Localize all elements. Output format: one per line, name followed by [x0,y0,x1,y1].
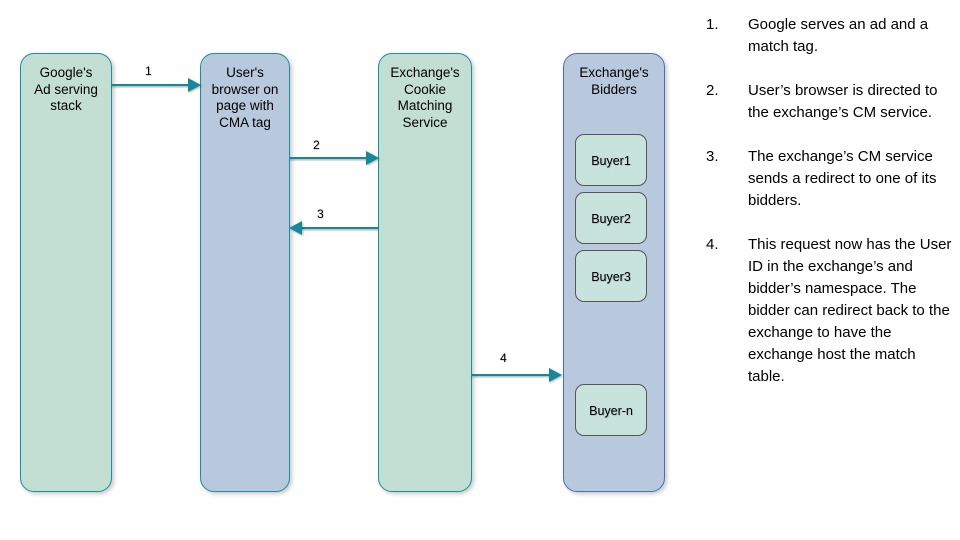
legend-item-text: The exchange’s CM service sends a redire… [748,148,937,209]
buyer-box[interactable]: Buyer3 [575,250,647,302]
arrow-4-head-icon [549,368,562,382]
legend-item-number: 1. [706,16,719,33]
arrow-3-line [302,227,378,229]
legend-item: 1. Google serves an ad and a match tag. [706,14,952,58]
legend-item: 4. This request now has the User ID in t… [706,234,952,388]
arrow-3-head-icon [289,221,302,235]
legend-item: 2. User’s browser is directed to the exc… [706,80,952,124]
buyer-label: Buyer-n [589,404,633,418]
arrow-1-label: 1 [145,64,152,78]
buyer-label: Buyer3 [591,270,631,284]
buyer-box[interactable]: Buyer2 [575,192,647,244]
legend-item-number: 3. [706,148,719,165]
legend-item-text: Google serves an ad and a match tag. [748,16,929,55]
arrow-1-head-icon [188,78,201,92]
lane-user-browser[interactable]: User's browser on page with CMA tag [200,53,290,492]
lane-label: Exchange's Cookie Matching Service [390,65,460,130]
legend-item-text: This request now has the User ID in the … [748,236,952,385]
lane-google-ad-serving-stack[interactable]: Google's Ad serving stack [20,53,112,492]
arrow-2-head-icon [366,151,379,165]
arrow-4-line [472,374,551,376]
legend-item: 3. The exchange’s CM service sends a red… [706,146,952,212]
arrow-1-line [112,84,190,86]
legend-item-text: User’s browser is directed to the exchan… [748,82,938,121]
legend-list: 1. Google serves an ad and a match tag. … [706,14,952,410]
arrow-2-label: 2 [313,138,320,152]
lane-label: User's browser on page with CMA tag [211,65,279,130]
legend-item-number: 4. [706,236,719,253]
buyer-box[interactable]: Buyer-n [575,384,647,436]
arrow-3-label: 3 [317,207,324,221]
buyer-label: Buyer2 [591,212,631,226]
arrow-4-label: 4 [500,351,507,365]
buyer-label: Buyer1 [591,154,631,168]
lane-exchange-cookie-matching-service[interactable]: Exchange's Cookie Matching Service [378,53,472,492]
lane-label: Exchange's Bidders [579,65,649,97]
lane-label: Google's Ad serving stack [34,65,98,113]
arrow-2-line [290,157,368,159]
buyer-box[interactable]: Buyer1 [575,134,647,186]
legend-item-number: 2. [706,82,719,99]
